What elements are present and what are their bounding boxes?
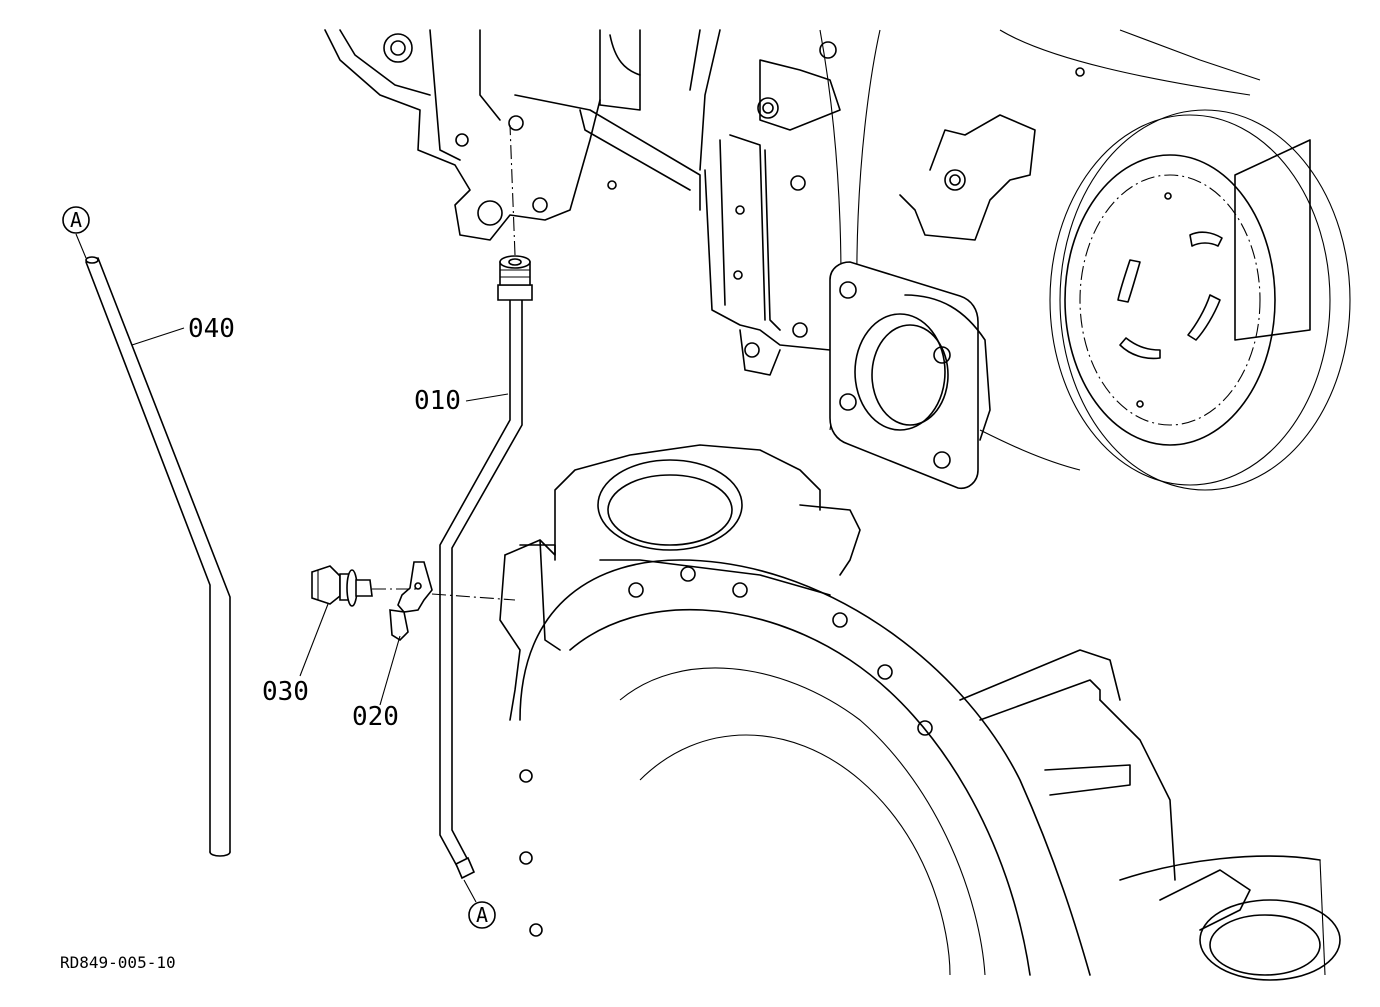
pipe-010 [439,124,533,880]
label-040: 040 [188,314,235,344]
connector-mark-top-label: A [70,208,82,232]
label-020: 020 [352,702,399,732]
clamp-020 [389,561,433,642]
connector-mark-bottom [468,901,496,929]
pipe-040 [85,256,231,857]
bolt-030 [311,565,516,607]
connector-mark-bottom-label: A [476,903,488,927]
callouts: 040 010 030 020 A A RD849-005-10 [60,206,509,972]
label-030: 030 [262,677,309,707]
reference-code: RD849-005-10 [60,953,176,972]
transmission-housing [499,444,1341,981]
engine-assembly [324,29,1351,491]
connector-mark-top [62,206,90,234]
label-010: 010 [414,386,461,416]
